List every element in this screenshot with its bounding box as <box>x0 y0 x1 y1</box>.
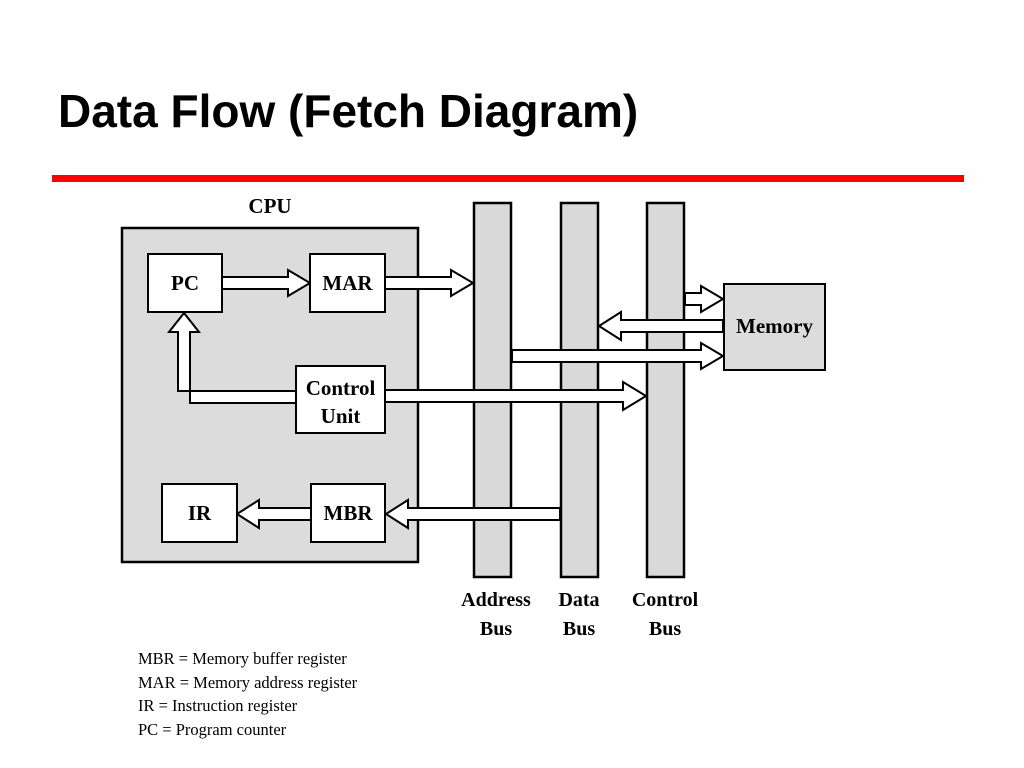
control-unit-box <box>295 365 386 434</box>
data-bus-label-line1: Data <box>558 589 599 611</box>
mar-register <box>309 253 386 313</box>
mbr-register <box>310 483 386 543</box>
legend: MBR = Memory buffer register MAR = Memor… <box>138 647 357 741</box>
pc-label: PC <box>171 271 199 295</box>
control-unit-label-line2: Unit <box>321 404 361 428</box>
legend-item-ir: IR = Instruction register <box>138 696 298 715</box>
pc-register <box>147 253 223 313</box>
control-bus-label-line1: Control <box>632 589 699 611</box>
ir-register <box>161 483 238 543</box>
title-divider <box>52 175 964 182</box>
memory-label: Memory <box>736 314 813 338</box>
cpu-label: CPU <box>248 194 291 218</box>
control-bus <box>645 201 686 579</box>
legend-item-mar: MAR = Memory address register <box>138 672 358 692</box>
control-unit-label-line1: Control <box>306 376 376 400</box>
address-bus-label-line1: Address <box>461 589 531 611</box>
memory-box <box>723 283 826 371</box>
legend-item-pc: PC = Program counter <box>138 719 287 739</box>
mar-to-address-bus-arrow <box>384 268 475 298</box>
data-bus-label-line2: Bus <box>563 618 595 640</box>
slide-title: Data Flow (Fetch Diagram) <box>58 85 639 137</box>
control-to-control-bus-arrow <box>384 380 648 412</box>
pc-to-mar-arrow <box>221 268 312 298</box>
data-bus-to-mbr-arrow <box>384 498 561 530</box>
mbr-label: MBR <box>324 501 374 525</box>
address-bus-to-memory-arrow <box>511 341 725 371</box>
mbr-to-ir-arrow <box>235 498 312 530</box>
address-bus-label-line2: Bus <box>480 618 512 640</box>
control-bus-to-memory-arrow-1 <box>684 284 725 314</box>
memory-to-data-bus-arrow <box>597 310 724 342</box>
control-to-pc-arrow <box>166 311 297 404</box>
ir-label: IR <box>188 501 212 525</box>
legend-item-mbr: MBR = Memory buffer register <box>138 649 347 668</box>
control-bus-label-line2: Bus <box>649 618 681 640</box>
mar-label: MAR <box>322 271 373 295</box>
